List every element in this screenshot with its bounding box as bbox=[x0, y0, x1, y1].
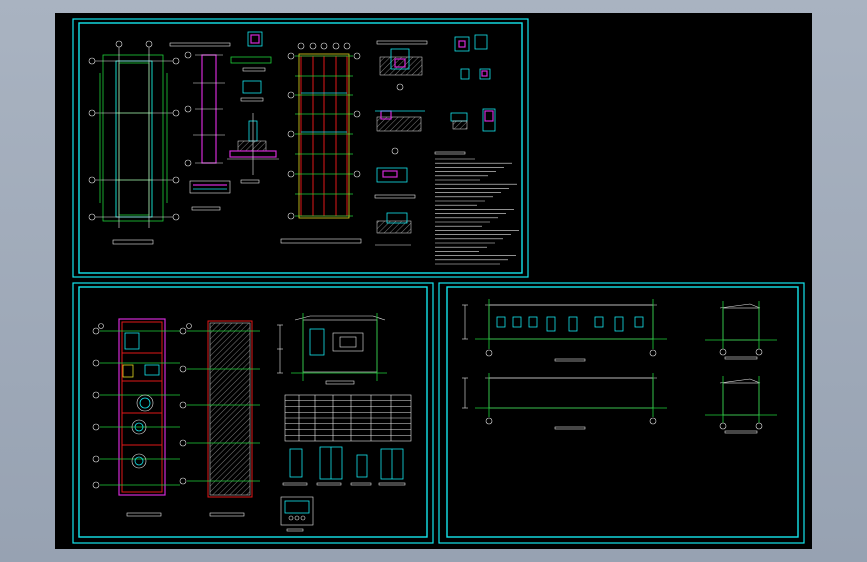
drawing-title-bar bbox=[724, 356, 758, 360]
structural-sheet[interactable] bbox=[72, 18, 529, 278]
sheet-border bbox=[438, 282, 805, 544]
roof-beam-plan[interactable] bbox=[280, 42, 362, 244]
drawing-frame bbox=[446, 286, 799, 538]
building-section[interactable] bbox=[277, 313, 387, 385]
drawing-title-bar bbox=[209, 512, 245, 517]
door-window-schedule bbox=[284, 394, 412, 442]
rear-elevation[interactable] bbox=[462, 373, 667, 430]
elevation-sheet[interactable] bbox=[438, 282, 805, 544]
column-detail[interactable] bbox=[169, 42, 231, 211]
architectural-plan-sheet[interactable] bbox=[72, 282, 434, 544]
drawing-title-bar bbox=[724, 430, 758, 434]
general-notes bbox=[434, 151, 519, 265]
roof-plan[interactable] bbox=[179, 320, 260, 517]
drawing-frame bbox=[78, 22, 523, 274]
foundation-plan[interactable] bbox=[88, 40, 180, 245]
drawing-title-bar bbox=[554, 426, 586, 430]
drawing-title-bar bbox=[325, 380, 355, 385]
drawing-title-bar bbox=[554, 358, 586, 362]
sheet-border bbox=[72, 282, 434, 544]
door-window-elevations[interactable] bbox=[280, 446, 406, 532]
drawing-title-bar bbox=[280, 238, 362, 244]
section-details[interactable] bbox=[227, 31, 279, 184]
front-elevation[interactable] bbox=[462, 299, 667, 362]
sheet-border bbox=[72, 18, 529, 278]
side-elevation-1[interactable] bbox=[705, 301, 777, 360]
drawing-frame bbox=[78, 286, 428, 538]
section-details-right[interactable] bbox=[374, 34, 496, 246]
drawing-title-bar bbox=[126, 512, 162, 517]
side-elevation-2[interactable] bbox=[705, 376, 777, 434]
floor-plan[interactable] bbox=[92, 318, 180, 517]
cad-model-viewport[interactable] bbox=[55, 13, 812, 549]
drawing-title-bar bbox=[112, 239, 154, 245]
